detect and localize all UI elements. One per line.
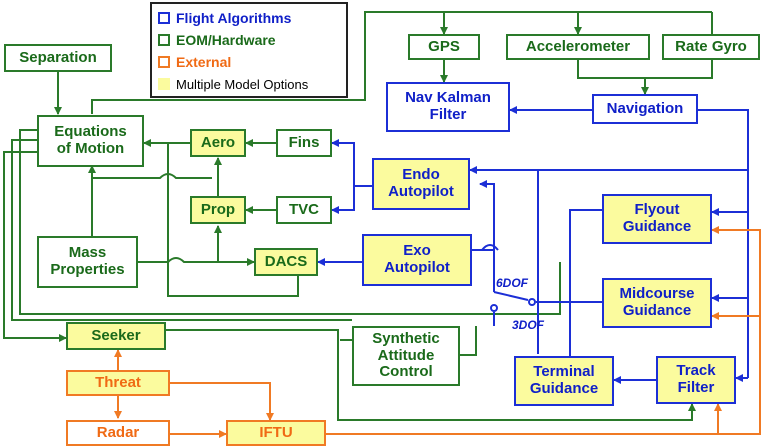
midcourse-guidance-block: Midcourse Guidance — [602, 278, 712, 328]
legend-item-eom-hardware: EOM/Hardware — [158, 29, 340, 51]
prop-block: Prop — [190, 196, 246, 224]
seeker-block: Seeker — [66, 322, 166, 350]
green-outline-swatch-icon — [158, 34, 170, 46]
fins-block: Fins — [276, 129, 332, 157]
equations-of-motion-block: Equations of Motion — [37, 115, 144, 167]
six-dof-label: 6DOF — [496, 276, 529, 290]
orange-outline-swatch-icon — [158, 56, 170, 68]
legend-item-flight-algorithms: Flight Algorithms — [158, 7, 340, 29]
yellow-fill-swatch-icon — [158, 78, 170, 90]
accelerometer-block: Accelerometer — [506, 34, 650, 60]
track-filter-block: Track Filter — [656, 356, 736, 404]
synthetic-attitude-control-block: Synthetic Attitude Control — [352, 326, 460, 386]
legend-item-external: External — [158, 51, 340, 73]
flyout-guidance-block: Flyout Guidance — [602, 194, 712, 244]
aero-block: Aero — [190, 129, 246, 157]
dacs-block: DACS — [254, 248, 318, 276]
legend-label: Multiple Model Options — [176, 76, 309, 92]
legend-label: Flight Algorithms — [176, 10, 292, 26]
threat-block: Threat — [66, 370, 170, 396]
legend-label: EOM/Hardware — [176, 32, 276, 48]
three-dof-label: 3DOF — [512, 318, 545, 332]
nav-kalman-filter-block: Nav Kalman Filter — [386, 82, 510, 132]
endo-autopilot-block: Endo Autopilot — [372, 158, 470, 210]
separation-block: Separation — [4, 44, 112, 72]
radar-block: Radar — [66, 420, 170, 446]
mass-properties-block: Mass Properties — [37, 236, 138, 288]
tvc-block: TVC — [276, 196, 332, 224]
exo-autopilot-block: Exo Autopilot — [362, 234, 472, 286]
blue-outline-swatch-icon — [158, 12, 170, 24]
navigation-block: Navigation — [592, 94, 698, 124]
legend-label: External — [176, 54, 232, 70]
terminal-guidance-block: Terminal Guidance — [514, 356, 614, 406]
gps-block: GPS — [408, 34, 480, 60]
iftu-block: IFTU — [226, 420, 326, 446]
legend-item-multiple-model-options: Multiple Model Options — [158, 73, 340, 95]
rate-gyro-block: Rate Gyro — [662, 34, 760, 60]
legend: Flight Algorithms EOM/Hardware External … — [150, 2, 348, 98]
